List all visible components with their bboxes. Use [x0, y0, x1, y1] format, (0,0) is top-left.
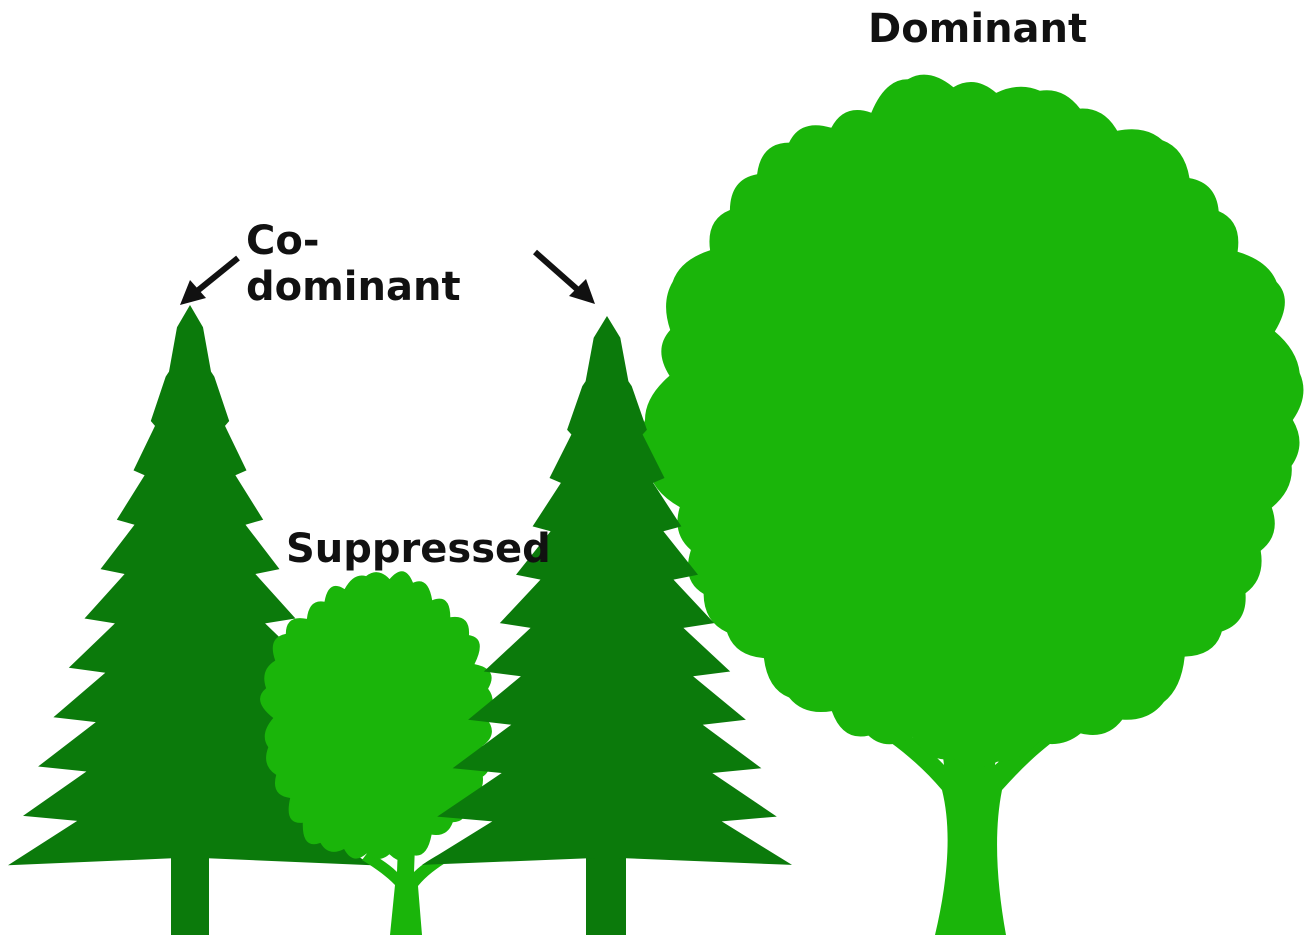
codominant-label-line2: dominant	[246, 264, 461, 310]
suppressed-tree-trunk	[362, 845, 450, 935]
suppressed-tree-crown	[260, 571, 493, 862]
dominant-tree-crown	[640, 74, 1304, 768]
codominant-label: Co- dominant	[246, 218, 461, 310]
arrow-right	[533, 249, 595, 304]
codominant-conifer-right	[422, 316, 792, 935]
codominant-label-line1: Co-	[246, 218, 320, 264]
conifer-right-trunk	[586, 855, 626, 935]
conifer-left-trunk	[171, 855, 209, 935]
arrow-left	[180, 255, 240, 305]
suppressed-label: Suppressed	[286, 526, 551, 572]
dominant-tree-trunk	[880, 715, 1062, 935]
conifer-right-foliage	[422, 316, 792, 865]
suppressed-tree	[260, 571, 493, 935]
dominant-tree	[640, 74, 1304, 935]
dominant-label: Dominant	[868, 6, 1088, 52]
